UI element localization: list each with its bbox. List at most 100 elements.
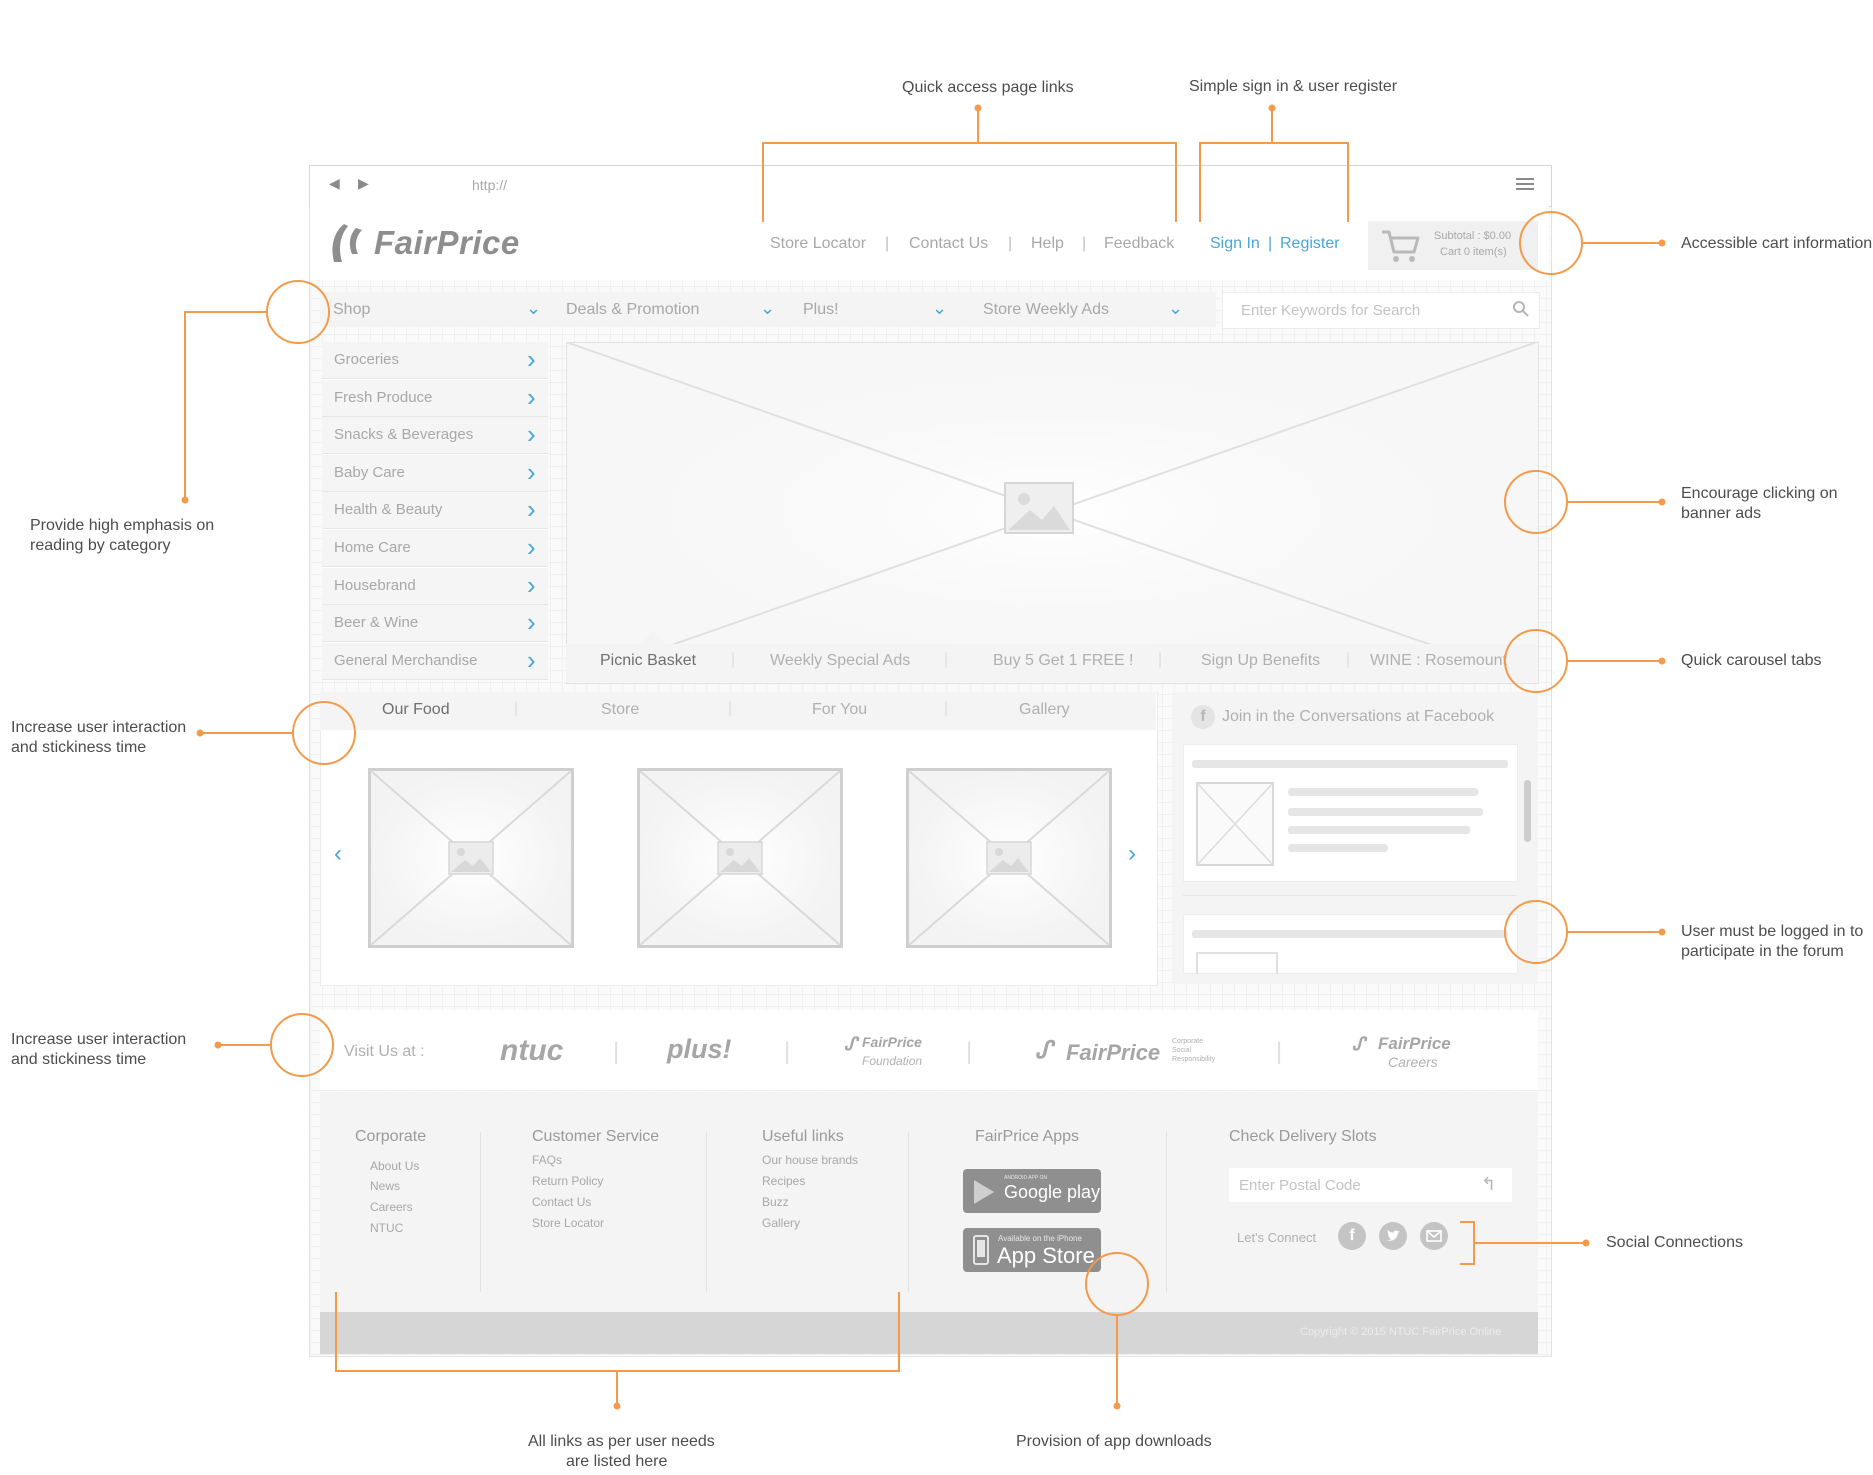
- url-input[interactable]: http://: [472, 177, 508, 193]
- category-item[interactable]: Snacks & Beverages›: [322, 417, 548, 455]
- brand-fairprice-careers[interactable]: FairPrice: [1378, 1034, 1451, 1053]
- carousel-tab-bar: [566, 644, 1537, 682]
- cart-item-count: Cart 0 item(s): [1440, 246, 1507, 258]
- footer-corporate-title: Corporate: [355, 1128, 427, 1145]
- header-link-store-locator[interactable]: Store Locator: [770, 235, 867, 252]
- post-image-placeholder: [1196, 782, 1274, 866]
- facebook-icon[interactable]: f: [1191, 705, 1215, 729]
- iphone-icon: [973, 1235, 989, 1265]
- enter-arrow-icon[interactable]: ↰: [1481, 1174, 1497, 1194]
- forward-arrow-icon[interactable]: ▶: [358, 175, 369, 191]
- annotation-interaction-line2: and stickiness time: [11, 739, 147, 756]
- postal-code-input[interactable]: Enter Postal Code: [1239, 1177, 1361, 1194]
- nav-deals-promotion[interactable]: Deals & Promotion: [566, 301, 700, 318]
- search-icon[interactable]: [1512, 300, 1530, 318]
- header-link-feedback[interactable]: Feedback: [1104, 235, 1175, 252]
- header-link-help[interactable]: Help: [1031, 235, 1064, 252]
- footer-link-store-locator[interactable]: Store Locator: [532, 1216, 605, 1230]
- leaf-icon: ᔑ: [844, 1034, 857, 1054]
- back-arrow-icon[interactable]: ◀: [329, 175, 340, 191]
- image-icon: [1004, 482, 1074, 534]
- footer-link-faqs[interactable]: FAQs: [532, 1153, 563, 1167]
- site-header: [310, 206, 1549, 280]
- footer-link-about-us[interactable]: About Us: [370, 1159, 420, 1173]
- category-item[interactable]: Baby Care›: [322, 454, 548, 492]
- category-item[interactable]: Home Care›: [322, 530, 548, 567]
- chevron-down-icon[interactable]: ⌄: [526, 298, 542, 318]
- google-play-small: ANDROID APP ON: [1004, 1175, 1047, 1181]
- facebook-title: Join in the Conversations at Facebook: [1222, 708, 1495, 725]
- thumbnail-placeholder[interactable]: [637, 768, 843, 948]
- footer-link-contact-us[interactable]: Contact Us: [532, 1195, 592, 1209]
- carousel-tab-picnic-basket[interactable]: Picnic Basket: [600, 652, 697, 669]
- category-label: Housebrand: [334, 576, 416, 594]
- content-tab-our-food[interactable]: Our Food: [382, 701, 450, 718]
- annotation-forum-line2: participate in the forum: [1681, 943, 1844, 960]
- annotation-links-line1: All links as per user needs: [528, 1433, 715, 1450]
- brand-fairprice-foundation[interactable]: FairPrice: [862, 1034, 922, 1050]
- carousel-tab-sign-up-benefits[interactable]: Sign Up Benefits: [1201, 652, 1321, 669]
- annotation-interaction2-line2: and stickiness time: [11, 1051, 147, 1068]
- facebook-post-card[interactable]: [1183, 914, 1518, 974]
- brand-fairprice-csr[interactable]: FairPrice: [1066, 1040, 1161, 1065]
- thumbnail-placeholder[interactable]: [368, 768, 574, 948]
- footer-link-news[interactable]: News: [370, 1179, 401, 1193]
- footer-link-gallery[interactable]: Gallery: [762, 1216, 801, 1230]
- content-tab-gallery[interactable]: Gallery: [1019, 701, 1070, 718]
- carousel-tab-wine-rosemount[interactable]: WINE : Rosemount: [1370, 652, 1507, 669]
- footer-link-ntuc[interactable]: NTUC: [370, 1221, 404, 1235]
- brand-plus[interactable]: plus!: [667, 1034, 732, 1064]
- category-label: Fresh Produce: [334, 388, 433, 406]
- search-box[interactable]: [1222, 292, 1540, 329]
- category-label: Snacks & Beverages: [334, 426, 474, 444]
- footer-link-buzz[interactable]: Buzz: [762, 1195, 789, 1209]
- footer-link-return-policy[interactable]: Return Policy: [532, 1174, 604, 1188]
- category-label: General Merchandise: [334, 651, 478, 669]
- fairprice-logo-icon[interactable]: [326, 222, 374, 266]
- category-label: Groceries: [334, 351, 400, 368]
- chevron-down-icon[interactable]: ⌄: [1168, 298, 1184, 318]
- thumbnail-placeholder[interactable]: [906, 768, 1112, 948]
- chevron-down-icon[interactable]: ⌄: [760, 298, 776, 318]
- register-link[interactable]: Register: [1280, 235, 1340, 252]
- category-item[interactable]: General Merchandise›: [322, 642, 548, 680]
- category-item[interactable]: Groceries›: [322, 342, 548, 379]
- postal-code-box[interactable]: [1229, 1168, 1512, 1202]
- hamburger-menu-icon[interactable]: [1516, 177, 1534, 191]
- content-tab-store[interactable]: Store: [601, 701, 640, 718]
- footer-link-house-brands[interactable]: Our house brands: [762, 1153, 859, 1167]
- category-label: Health & Beauty: [334, 501, 443, 519]
- content-tab-bar: [320, 692, 1156, 730]
- carousel-prev-icon[interactable]: ‹: [334, 840, 342, 867]
- category-item[interactable]: Fresh Produce›: [322, 379, 548, 417]
- carousel-tab-buy5get1[interactable]: Buy 5 Get 1 FREE !: [993, 652, 1134, 669]
- annotation-interaction-line1: Increase user interaction: [11, 719, 187, 736]
- twitter-icon[interactable]: [1379, 1222, 1407, 1250]
- carousel-next-icon[interactable]: ›: [1128, 840, 1136, 867]
- brand-ntuc[interactable]: ntuc: [500, 1034, 564, 1067]
- category-item[interactable]: Beer & Wine›: [322, 605, 548, 643]
- main-nav: [320, 292, 1216, 327]
- email-icon[interactable]: [1420, 1222, 1448, 1250]
- search-input[interactable]: Enter Keywords for Search: [1241, 302, 1421, 319]
- nav-plus[interactable]: Plus!: [803, 301, 839, 318]
- footer-link-recipes[interactable]: Recipes: [762, 1174, 806, 1188]
- category-item[interactable]: Housebrand›: [322, 567, 548, 605]
- carousel-tab-weekly-special-ads[interactable]: Weekly Special Ads: [770, 652, 911, 669]
- nav-shop[interactable]: Shop: [333, 301, 371, 318]
- chevron-down-icon[interactable]: ⌄: [932, 298, 948, 318]
- site-logo-text[interactable]: FairPrice: [374, 224, 520, 261]
- footer-link-careers[interactable]: Careers: [370, 1200, 413, 1214]
- sign-in-link[interactable]: Sign In: [1210, 235, 1260, 252]
- footer-apps-title: FairPrice Apps: [975, 1128, 1080, 1145]
- annotation-carousel: Quick carousel tabs: [1681, 652, 1822, 669]
- nav-store-weekly-ads[interactable]: Store Weekly Ads: [983, 301, 1109, 318]
- category-item[interactable]: Health & Beauty›: [322, 492, 548, 530]
- facebook-icon[interactable]: f: [1338, 1222, 1366, 1250]
- content-tab-for-you[interactable]: For You: [812, 701, 868, 718]
- header-link-contact-us[interactable]: Contact Us: [909, 235, 989, 252]
- copyright-bar: [320, 1312, 1538, 1354]
- annotation-sign-in: Simple sign in & user register: [1189, 78, 1398, 95]
- brand-csr-line1: Corporate: [1172, 1038, 1204, 1045]
- facebook-scrollbar[interactable]: [1524, 780, 1531, 842]
